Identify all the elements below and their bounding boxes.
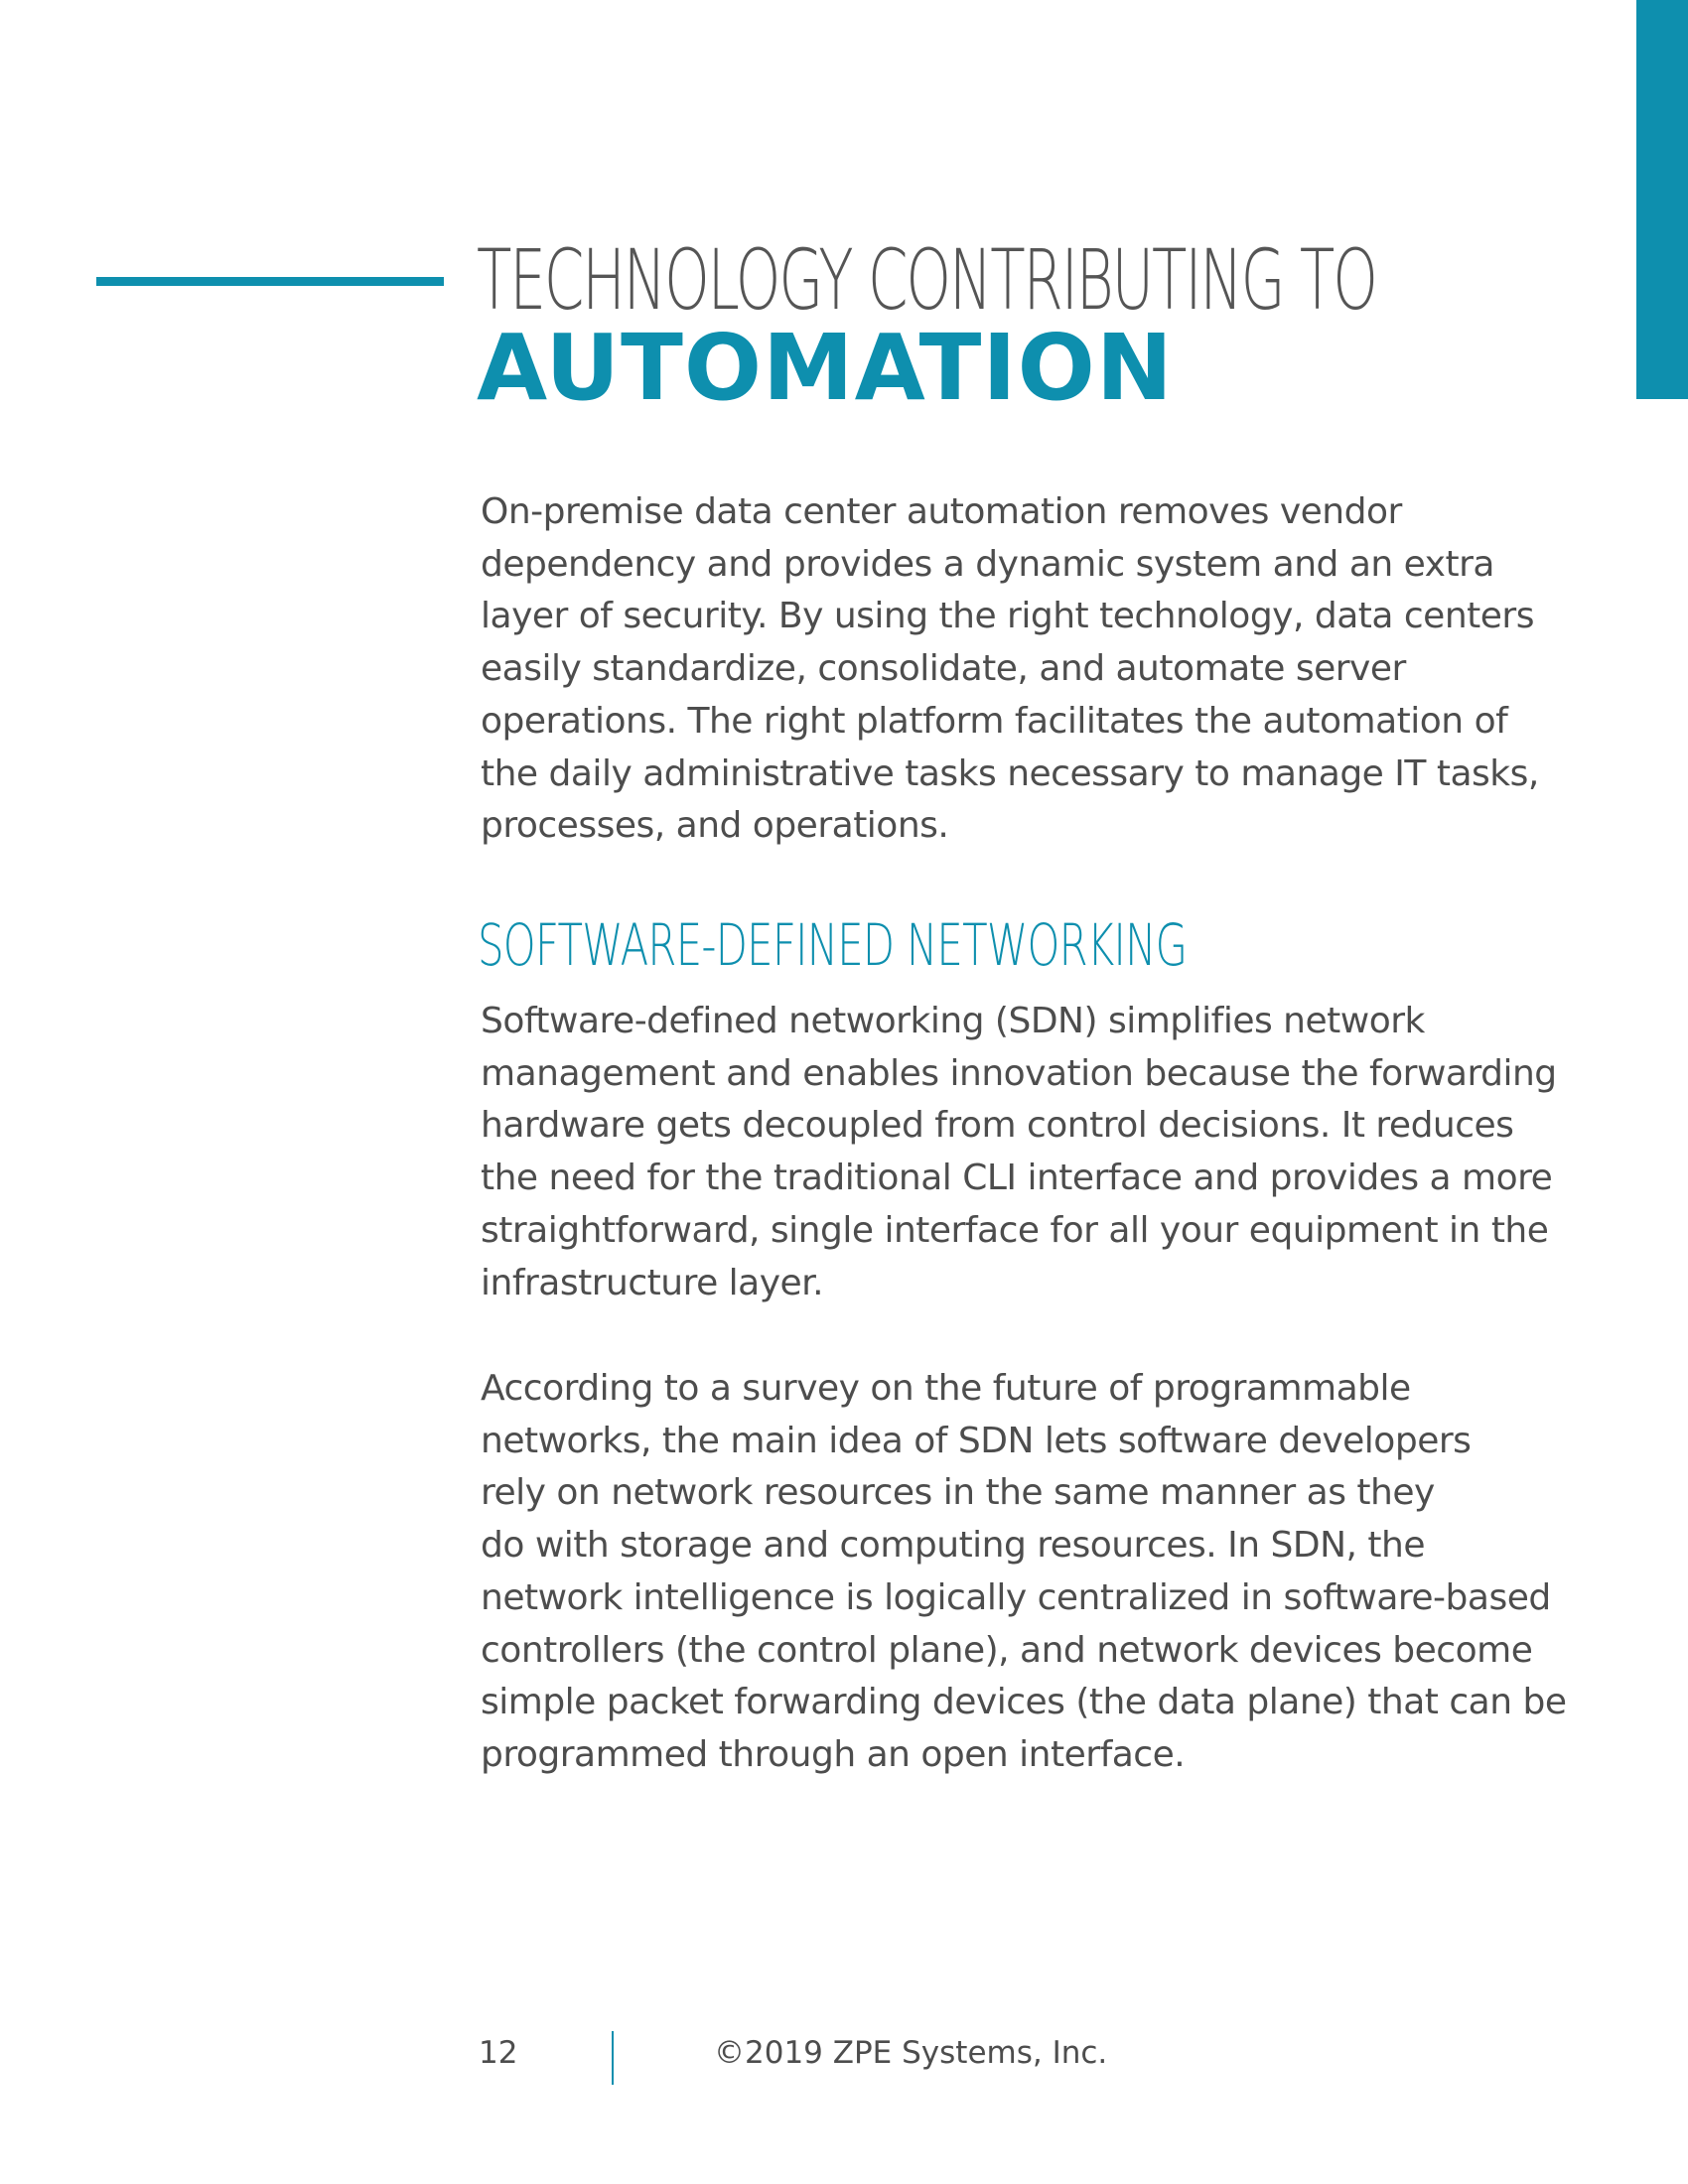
section-heading: SOFTWARE-DEFINED NETWORKING xyxy=(478,911,1188,979)
side-tab-marker xyxy=(1636,0,1688,399)
intro-paragraph: On-premise data center automation remove… xyxy=(481,491,1539,847)
page-title-line-2: AUTOMATION xyxy=(477,315,1174,421)
section-paragraph-2: According to a survey on the future of p… xyxy=(481,1368,1567,1775)
section-paragraph-1: Software-defined networking (SDN) simpli… xyxy=(481,1001,1557,1303)
page-title-line-1: TECHNOLOGY CONTRIBUTING TO xyxy=(477,231,1378,329)
page-number: 12 xyxy=(479,2035,518,2071)
title-accent-rule xyxy=(96,277,444,286)
copyright-text: ©2019 ZPE Systems, Inc. xyxy=(714,2035,1108,2071)
footer-divider xyxy=(612,2031,614,2085)
